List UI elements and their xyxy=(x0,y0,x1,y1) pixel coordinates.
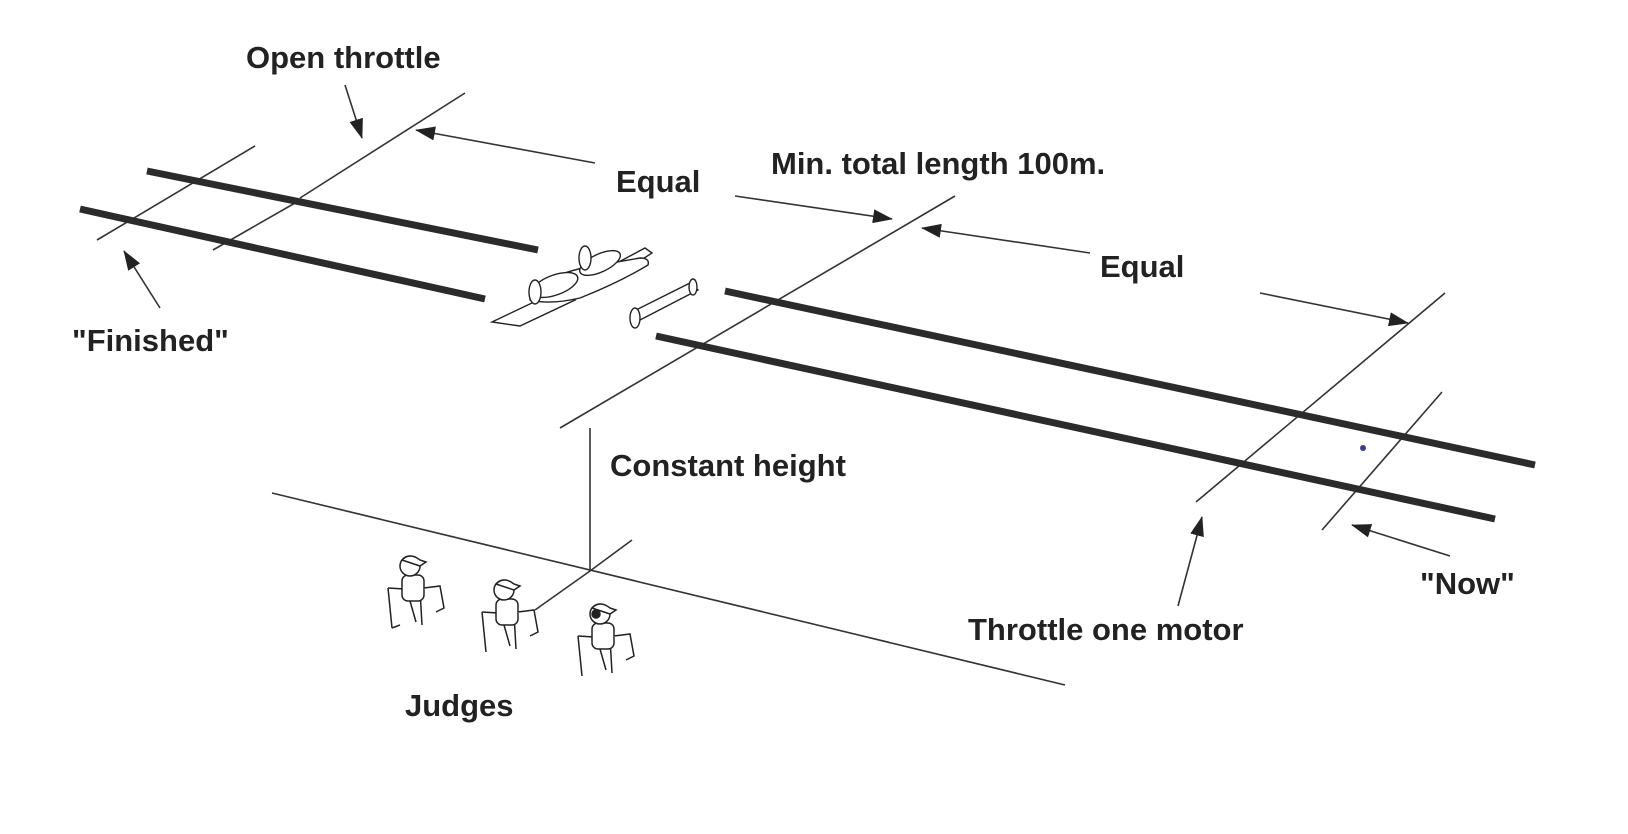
equal-left-label: Equal xyxy=(616,164,701,199)
finished-gate-line xyxy=(96,145,256,241)
airplane-tail-fin-right xyxy=(688,278,698,296)
now-arrow xyxy=(1351,524,1451,557)
equal-left-arrow-to-open-throttle xyxy=(415,126,596,164)
open-throttle-arrow xyxy=(344,84,363,139)
seated-judge-icon xyxy=(387,555,445,629)
flight-path-upper-right xyxy=(724,287,1536,469)
now-gate-line xyxy=(1321,391,1443,531)
twin-engine-airplane-icon xyxy=(489,245,700,329)
stray-dot xyxy=(1360,445,1366,451)
equal-left-arrow-to-center xyxy=(734,195,893,224)
now-label: "Now" xyxy=(1420,566,1515,601)
throttle-one-motor-label: Throttle one motor xyxy=(968,612,1244,647)
flight-path-lines xyxy=(79,167,1536,523)
flight-path-upper-left xyxy=(146,167,539,254)
equal-right-arrow-to-center xyxy=(921,223,1091,254)
judges-label: Judges xyxy=(405,688,514,723)
flight-path-lower-right xyxy=(655,332,1496,523)
airplane-tail-fin-left xyxy=(629,307,641,329)
reference-lines xyxy=(96,92,1446,686)
judges-group xyxy=(387,555,635,677)
finished-label: "Finished" xyxy=(72,323,229,358)
seated-judge-icon xyxy=(577,603,635,677)
flight-path-lower-left xyxy=(79,205,486,303)
min-total-length-label: Min. total length 100m. xyxy=(771,146,1106,181)
airplane-right-propeller xyxy=(578,245,592,271)
open-throttle-label: Open throttle xyxy=(246,40,441,75)
judges-baseline xyxy=(271,492,1066,686)
ground-tick xyxy=(589,539,633,572)
throttle-one-motor-line xyxy=(1195,292,1446,503)
judges-sightline xyxy=(534,570,591,611)
center-gate-line xyxy=(559,195,956,429)
airplane-tailplane xyxy=(630,282,700,321)
open-throttle-line xyxy=(299,92,466,199)
airplane-left-propeller xyxy=(528,279,542,305)
finished-arrow xyxy=(123,250,161,309)
airplane-right-engine xyxy=(579,249,621,277)
equal-right-label: Equal xyxy=(1100,249,1185,284)
equal-right-arrow-to-throttle-line xyxy=(1259,292,1409,327)
seated-judge-icon xyxy=(481,579,539,653)
constant-height-label: Constant height xyxy=(610,448,846,483)
throttle-one-motor-arrow xyxy=(1177,516,1204,607)
annotation-arrows xyxy=(123,84,1451,607)
